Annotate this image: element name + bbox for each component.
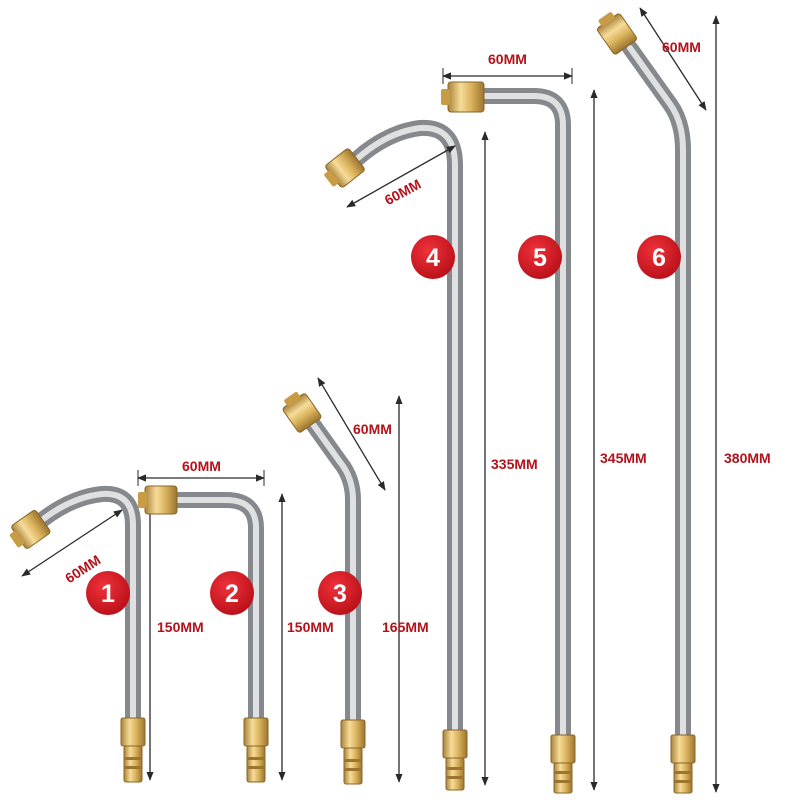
wand-1-length-label: 150MM bbox=[157, 619, 204, 635]
wand-2-quick-connect-icon bbox=[243, 717, 269, 783]
wand-4-tip-label: 60MM bbox=[382, 176, 424, 208]
wand-3-tip-label: 60MM bbox=[353, 421, 392, 437]
wand-6-number-badge: 6 bbox=[637, 235, 681, 279]
wand-5-quick-connect-icon bbox=[550, 734, 576, 794]
wand-5-tube bbox=[477, 88, 571, 748]
wand-5-length-label: 345MM bbox=[600, 450, 647, 466]
wand-6-tube bbox=[622, 40, 691, 748]
wand-5-number-badge: 5 bbox=[518, 235, 562, 279]
wand-3-length-label: 165MM bbox=[382, 619, 429, 635]
wand-2: 60MM 150MM 2 bbox=[137, 458, 334, 783]
wand-3-quick-connect-icon bbox=[340, 719, 366, 785]
wand-6-length-label: 380MM bbox=[724, 450, 771, 466]
wand-3-number-badge: 3 bbox=[318, 571, 362, 615]
wand-4-number-badge: 4 bbox=[411, 235, 455, 279]
wand-6-tip-dimension-line bbox=[639, 7, 707, 111]
wand-3-tip-dimension-line bbox=[317, 377, 386, 491]
wand-1-number-badge: 1 bbox=[86, 571, 130, 615]
wand-1: 60MM 150MM 1 bbox=[9, 485, 204, 783]
wand-4-tip-dimension-line bbox=[346, 145, 456, 208]
wand-3: 60MM 165MM 3 bbox=[282, 377, 429, 785]
wand-1-tip-dimension-line bbox=[21, 509, 123, 577]
wand-3-number: 3 bbox=[333, 580, 347, 608]
wand-6-quick-connect-icon bbox=[670, 734, 696, 794]
wand-2-number: 2 bbox=[225, 580, 239, 608]
wand-2-number-badge: 2 bbox=[210, 571, 254, 615]
wand-2-nozzle-icon bbox=[138, 485, 178, 515]
wand-4-quick-connect-icon bbox=[442, 729, 468, 791]
wand-5-tip-label: 60MM bbox=[488, 51, 527, 67]
wand-3-nozzle-icon bbox=[282, 391, 322, 433]
wand-5: 60MM 345MM 5 bbox=[441, 51, 647, 794]
wand-1-quick-connect-icon bbox=[120, 717, 146, 783]
wand-6-tip-label: 60MM bbox=[662, 39, 701, 55]
wand-4-number: 4 bbox=[426, 244, 440, 272]
wand-6-number: 6 bbox=[652, 244, 666, 272]
wand-4: 60MM 335MM 4 bbox=[324, 119, 538, 791]
wand-2-length-label: 150MM bbox=[287, 619, 334, 635]
wand-5-nozzle-icon bbox=[441, 81, 485, 113]
wand-5-number: 5 bbox=[533, 244, 547, 272]
wand-2-tip-label: 60MM bbox=[182, 458, 221, 474]
wand-6: 60MM 380MM 6 bbox=[597, 7, 771, 794]
wand-4-length-label: 335MM bbox=[491, 456, 538, 472]
wand-1-number: 1 bbox=[101, 580, 115, 608]
wand-6-nozzle-icon bbox=[597, 12, 637, 55]
